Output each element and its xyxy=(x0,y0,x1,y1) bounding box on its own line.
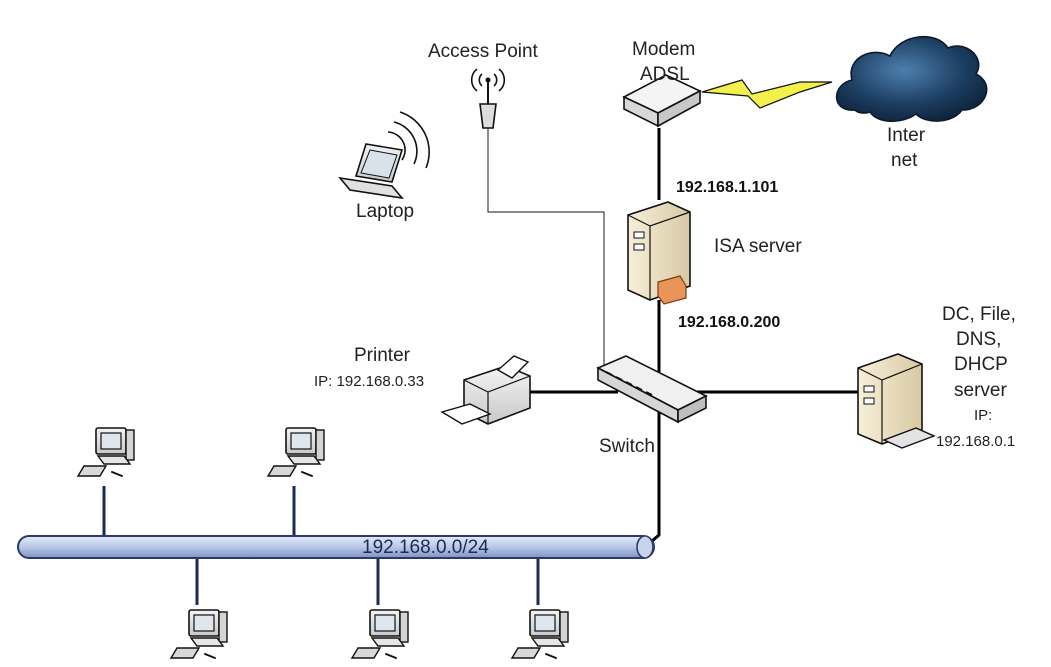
internet-label-line1: Inter xyxy=(887,125,926,146)
cloud-icon xyxy=(835,35,988,123)
dc-label-line2: DNS, xyxy=(956,329,1001,350)
subnet-label: 192.168.0.0/24 xyxy=(362,537,489,558)
dc-label-line4: server xyxy=(954,380,1007,401)
dc-ip-line2: 192.168.0.1 xyxy=(936,433,1015,450)
laptop-icon xyxy=(338,111,430,200)
dc-label-line3: DHCP xyxy=(954,354,1008,375)
lightning-icon xyxy=(701,79,833,109)
printer-icon xyxy=(440,355,531,425)
printer-ip: IP: 192.168.0.33 xyxy=(314,373,424,390)
internet-label-line2: net xyxy=(891,150,918,171)
network-bus: 192.168.0.0/24 xyxy=(17,535,655,559)
workstation-icon xyxy=(511,609,569,659)
laptop-label: Laptop xyxy=(356,201,414,222)
link-accesspoint-switch xyxy=(487,125,605,368)
workstation-icon xyxy=(170,609,228,659)
dc-label-line1: DC, File, xyxy=(942,304,1016,325)
connection-lines xyxy=(102,125,858,605)
access-point-label: Access Point xyxy=(428,41,539,62)
workstation-icon xyxy=(77,427,135,477)
dc-server-icon xyxy=(857,353,936,449)
modem-icon xyxy=(622,74,702,128)
isa-ip-inner: 192.168.0.200 xyxy=(678,314,780,331)
printer-label: Printer xyxy=(354,345,411,366)
workstation-icon xyxy=(267,427,325,477)
isa-server-label: ISA server xyxy=(714,236,802,257)
link-switch-bus xyxy=(651,408,661,543)
modem-label-line1: Modem xyxy=(632,39,695,60)
switch-label: Switch xyxy=(599,436,655,457)
dc-ip-line1: IP: xyxy=(974,407,992,424)
isa-server-icon xyxy=(627,201,691,305)
modem-label-line2: ADSL xyxy=(640,64,690,85)
isa-ip-outer: 192.168.1.101 xyxy=(676,179,778,196)
switch-icon xyxy=(596,355,708,424)
access-point-icon xyxy=(470,68,506,129)
workstation-icon xyxy=(351,609,409,659)
